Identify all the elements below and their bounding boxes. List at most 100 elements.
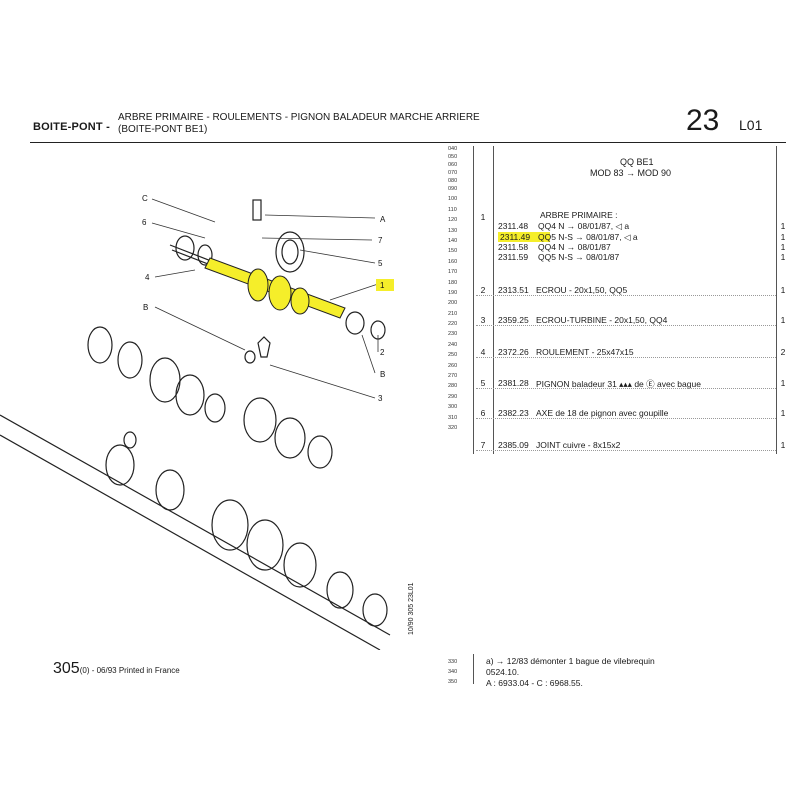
part-quantity: 1 <box>780 232 786 242</box>
part-quantity: 1 <box>780 285 786 295</box>
part-quantity: 1 <box>780 252 786 262</box>
line-number: 130 <box>448 227 458 234</box>
section-title: BOITE-PONT - <box>33 121 110 133</box>
part-description: ROULEMENT - 25x47x15 <box>536 347 634 357</box>
line-number: 140 <box>448 237 458 244</box>
line-number: 230 <box>448 331 458 338</box>
line-number: 120 <box>448 217 458 224</box>
row-rule <box>476 295 776 296</box>
part-reference: 2313.51 <box>498 285 529 295</box>
label-c: C <box>142 194 148 203</box>
header-rule <box>30 142 786 143</box>
line-number: 160 <box>448 258 458 265</box>
row-rule <box>476 388 776 389</box>
part-quantity: 1 <box>780 378 786 388</box>
exploded-diagram: C 6 A 7 5 1 4 B 2 B 3 <box>0 194 394 650</box>
line-number: 050 <box>448 154 458 160</box>
bearing-part <box>175 235 195 261</box>
part-quantity: 1 <box>780 242 786 252</box>
part-description: QQ5 N-S → 08/01/87, ◁ a <box>538 232 638 242</box>
part-reference: 2311.59 <box>498 252 529 262</box>
page-subtitle: (BOITE-PONT BE1) <box>118 124 208 135</box>
item-number: 4 <box>480 347 486 357</box>
part-quantity: 1 <box>780 221 786 231</box>
item-number: 2 <box>480 285 486 295</box>
line-number: 040 <box>448 146 458 152</box>
line-number: 310 <box>448 414 458 421</box>
line-number: 260 <box>448 362 458 369</box>
part-description: ECROU - 20x1,50, QQ5 <box>536 285 628 295</box>
line-number: 170 <box>448 269 458 276</box>
part-reference: 2382.23 <box>498 408 529 418</box>
sprocket-part <box>257 336 271 358</box>
applicability-line2: MOD 83 → MOD 90 <box>590 168 672 178</box>
line-number: 280 <box>448 383 458 390</box>
line-number: 300 <box>448 404 458 411</box>
pin-part <box>252 199 262 221</box>
row-rule <box>476 325 776 326</box>
line-number: 240 <box>448 341 458 348</box>
table-divider <box>493 146 494 454</box>
label-b-upper: B <box>143 303 148 312</box>
line-number: 190 <box>448 289 458 296</box>
reverse-gear-part <box>275 231 305 273</box>
primary-shaft-highlight <box>204 257 346 319</box>
item-number: 1 <box>480 212 486 222</box>
footer-print-info: (0) - 06/93 Printed in France <box>79 666 180 675</box>
footer-line-numbers: 330 340 350 <box>448 657 470 687</box>
line-number: 250 <box>448 352 458 359</box>
label-7: 7 <box>378 236 383 245</box>
part-description: QQ4 N → 08/01/87, ◁ a <box>538 221 630 231</box>
line-number: 070 <box>448 170 458 176</box>
line-number: 330 <box>448 659 458 665</box>
label-5: 5 <box>378 259 383 268</box>
row-rule <box>476 357 776 358</box>
line-number: 200 <box>448 300 458 307</box>
line-number: 100 <box>448 196 458 203</box>
label-b-lower: B <box>380 370 385 379</box>
part-quantity: 1 <box>780 408 786 418</box>
line-number: 150 <box>448 248 458 255</box>
part-reference: 2372.26 <box>498 347 529 357</box>
line-number: 060 <box>448 162 458 168</box>
label-1-highlight <box>376 279 394 291</box>
part-description: PIGNON baladeur 31 ▴▴▴ de Ⓔ avec bague <box>536 379 701 389</box>
part-quantity: 1 <box>780 315 786 325</box>
item-number: 6 <box>480 408 486 418</box>
part-reference: 2311.48 <box>498 221 529 231</box>
line-number: 350 <box>448 679 458 685</box>
line-number: 340 <box>448 669 458 675</box>
group-number: 23 <box>686 104 720 137</box>
label-1: 1 <box>380 281 385 290</box>
line-number: 290 <box>448 393 458 400</box>
part-description: AXE de 18 de pignon avec goupille <box>536 408 669 418</box>
line-number: 090 <box>448 186 458 192</box>
item-number: 5 <box>480 378 486 388</box>
note-2: 0524.10. <box>486 667 520 677</box>
note-1: a) → 12/83 démonter 1 bague de vilebrequ… <box>486 656 655 666</box>
table-divider <box>473 654 474 684</box>
line-number: 210 <box>448 310 458 317</box>
table-divider <box>473 146 474 454</box>
note-3: A : 6933.04 - C : 6968.55. <box>486 678 583 688</box>
part-description: QQ5 N-S → 08/01/87 <box>538 252 620 262</box>
label-6: 6 <box>142 218 147 227</box>
footer-page-number: 305 <box>53 660 80 677</box>
line-number: 320 <box>448 424 458 431</box>
nut-part <box>345 311 365 335</box>
group-label: ARBRE PRIMAIRE : <box>540 210 618 220</box>
part-reference: 2359.25 <box>498 315 529 325</box>
table-divider <box>776 146 777 454</box>
part-reference: 2381.28 <box>498 378 529 388</box>
part-reference: 2385.09 <box>498 440 529 450</box>
part-quantity: 1 <box>780 440 786 450</box>
part-description: QQ4 N → 08/01/87 <box>538 242 611 252</box>
page-code: L01 <box>739 117 763 133</box>
label-a: A <box>380 215 386 224</box>
page-title: ARBRE PRIMAIRE - ROULEMENTS - PIGNON BAL… <box>118 112 480 123</box>
row-rule <box>476 418 776 419</box>
line-number: 080 <box>448 178 458 184</box>
label-4: 4 <box>145 273 150 282</box>
line-number: 180 <box>448 279 458 286</box>
